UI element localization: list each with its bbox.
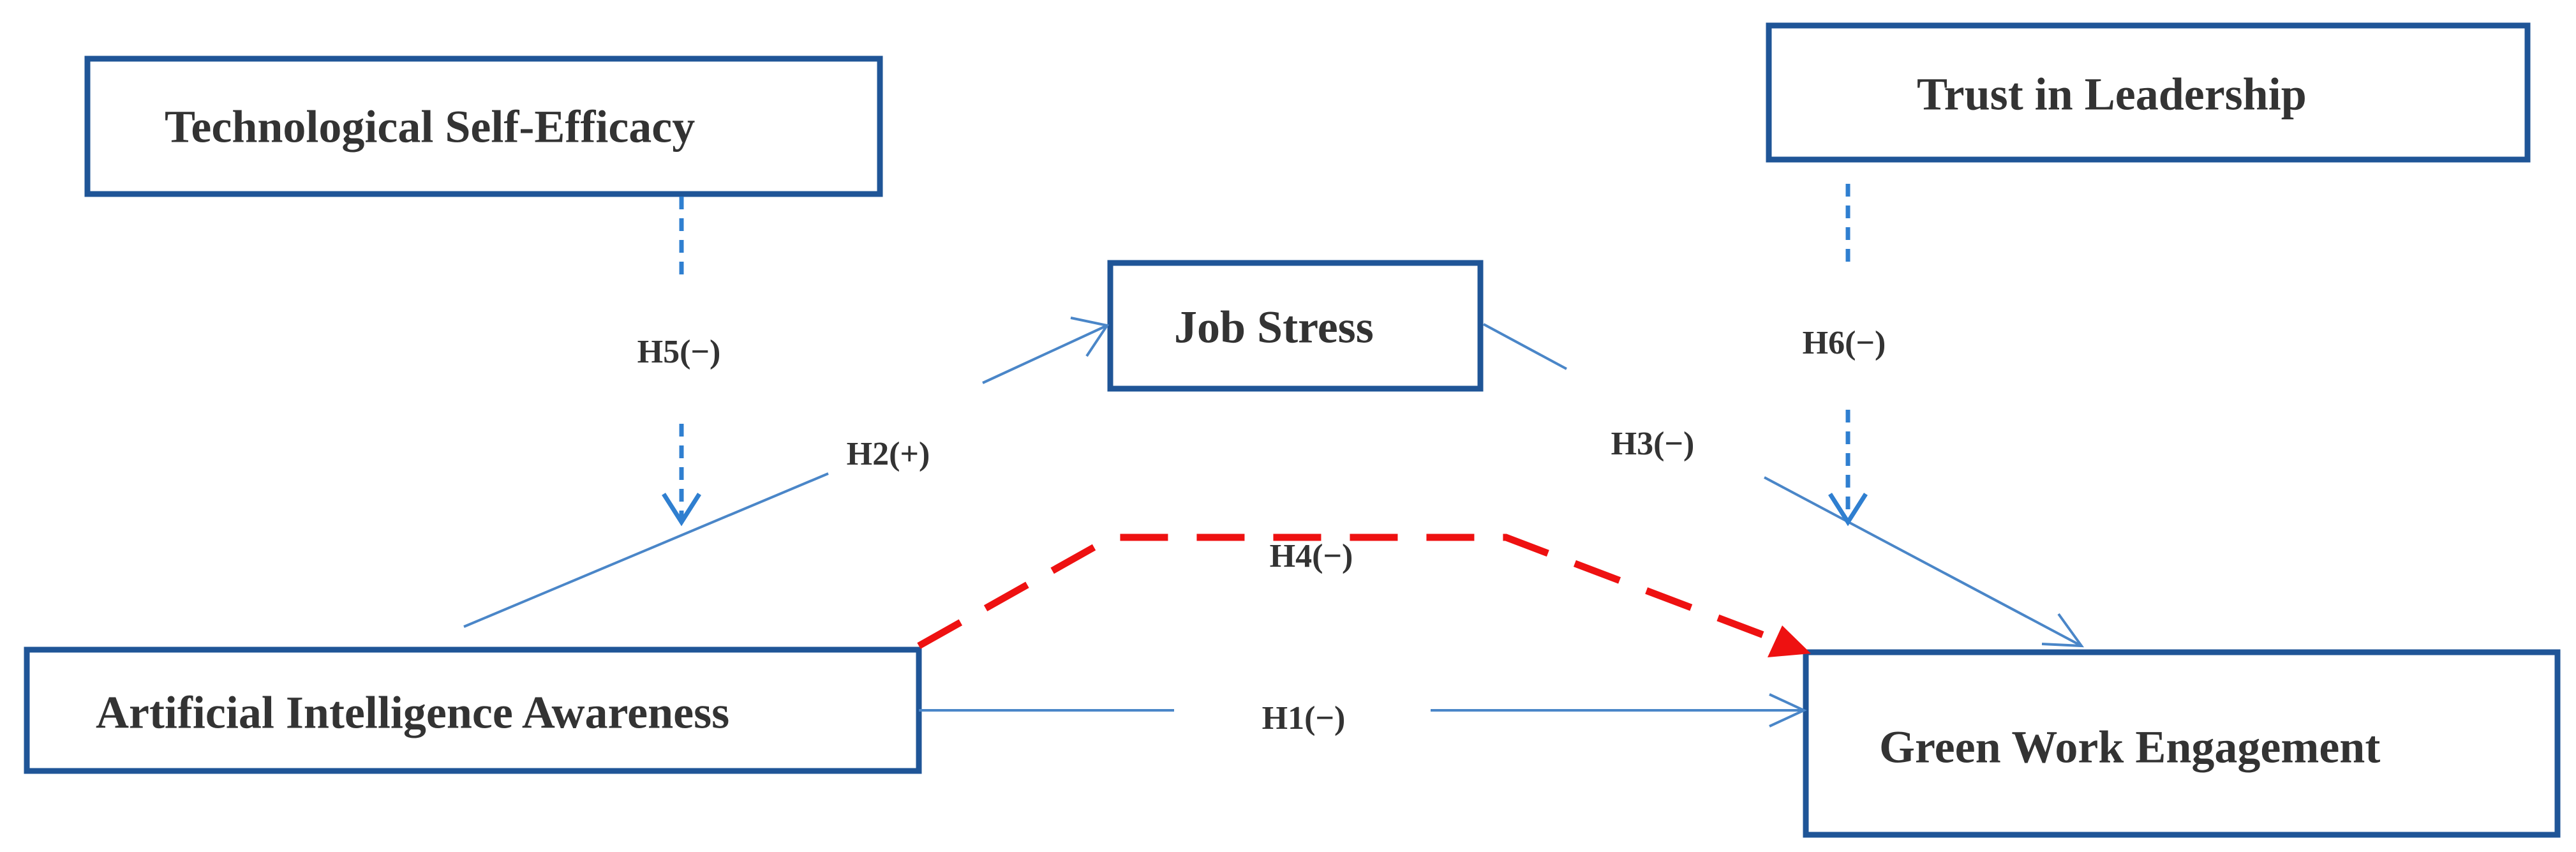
path-h4: H4(−)	[917, 534, 1811, 657]
path-h4-line	[917, 534, 1782, 649]
path-h3-line-upper	[1483, 323, 1567, 370]
path-h6: H6(−)	[1803, 184, 1886, 527]
path-h3-line-lower	[1764, 476, 2082, 647]
node-ai-awareness: Artificial Intelligence Awareness	[24, 646, 922, 774]
node-trust-in-leadership-label: Trust in Leadership	[1917, 69, 2307, 120]
path-h2: H2(+)	[463, 317, 1110, 628]
path-h2-arrowhead	[1070, 317, 1110, 357]
path-h2-label: H2(+)	[847, 436, 930, 472]
path-h5-arrowhead	[662, 493, 701, 527]
node-ai-awareness-label: Artificial Intelligence Awareness	[96, 687, 729, 738]
path-h5: H5(−)	[637, 197, 721, 527]
path-h1-label: H1(−)	[1262, 700, 1346, 736]
path-h3-arrowhead	[2041, 613, 2085, 648]
node-green-work-engagement: Green Work Engagement	[1803, 649, 2561, 838]
path-h1-arrowhead	[1769, 693, 1807, 728]
node-green-work-engagement-box	[1803, 649, 2561, 838]
node-green-work-engagement-label: Green Work Engagement	[1879, 722, 2380, 773]
path-h2-line-lower	[463, 472, 829, 628]
node-tech-self-efficacy: Technological Self-Efficacy	[84, 56, 883, 197]
node-trust-in-leadership: Trust in Leadership	[1766, 22, 2531, 163]
node-trust-in-leadership-box	[1766, 22, 2531, 163]
node-job-stress-box	[1107, 260, 1484, 392]
path-h2-line-upper	[982, 324, 1108, 384]
node-job-stress: Job Stress	[1107, 260, 1484, 392]
path-h4-arrowhead	[1768, 625, 1811, 657]
path-h6-arrowhead	[1828, 493, 1868, 527]
node-job-stress-label: Job Stress	[1174, 302, 1374, 353]
path-h5-label: H5(−)	[637, 334, 721, 370]
path-h6-label: H6(−)	[1803, 325, 1886, 361]
path-h3-label: H3(−)	[1611, 426, 1695, 462]
node-tech-self-efficacy-label: Technological Self-Efficacy	[165, 101, 695, 153]
path-h1: H1(−)	[919, 693, 1807, 736]
node-tech-self-efficacy-box	[84, 56, 883, 197]
path-h4-label: H4(−)	[1270, 538, 1353, 574]
path-h3: H3(−)	[1483, 323, 2085, 648]
